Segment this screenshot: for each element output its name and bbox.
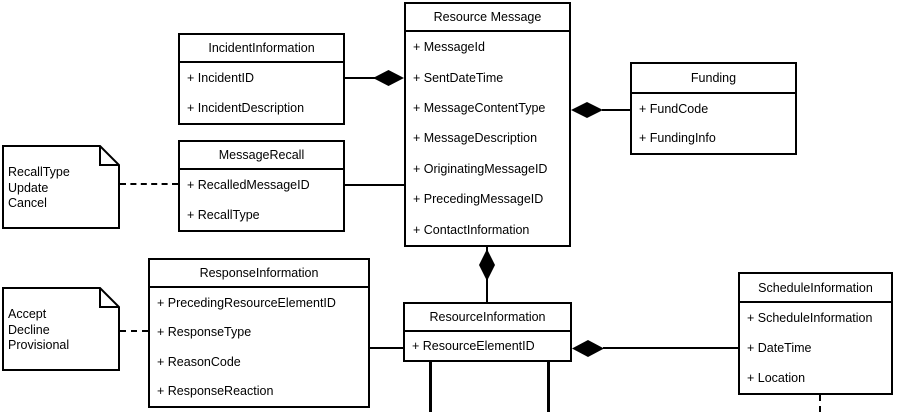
- note-text: Accept Decline Provisional: [8, 307, 69, 354]
- class-title: Funding: [632, 64, 795, 94]
- class-title: ResourceInformation: [405, 304, 570, 332]
- attribute-datetime: + DateTime: [747, 341, 812, 355]
- composition-diamond-resource-information-schedule: [572, 340, 604, 357]
- note-line: Update: [8, 180, 49, 195]
- class-schedule-information: ScheduleInformation + ScheduleInformatio…: [738, 272, 893, 395]
- attribute-location: + Location: [747, 371, 806, 385]
- note-link-response-type-to-response-information: [120, 330, 148, 332]
- attribute-reasoncode: + ReasonCode: [157, 354, 241, 369]
- note-shape: [2, 145, 120, 229]
- composition-diamond-resource-message-funding: [571, 102, 603, 118]
- attribute-recalltype: + RecallType: [187, 208, 260, 222]
- note-link-recall-type-to-message-recall: [120, 183, 178, 185]
- attribute-compartment: + MessageId + SentDateTime + MessageCont…: [406, 32, 569, 245]
- class-response-information: ResponseInformation + PrecedingResourceE…: [148, 258, 370, 408]
- attribute-sentdatetime: + SentDateTime: [413, 70, 504, 85]
- composition-line-resource-message-to-funding: [602, 109, 630, 111]
- attribute-originatingmessageid: + OriginatingMessageID: [413, 161, 548, 176]
- attribute-precedingmessageid: + PrecedingMessageID: [413, 192, 544, 207]
- attribute-scheduleinformation: + ScheduleInformation: [747, 311, 873, 325]
- composition-diamond-resource-message-resource-information: [479, 249, 495, 281]
- attribute-recalledmessageid: + RecalledMessageID: [187, 178, 310, 192]
- attribute-compartment: + PrecedingResourceElementID + ResponseT…: [150, 288, 368, 406]
- attribute-messagecontenttype: + MessageContentType: [413, 101, 546, 116]
- association-line-resource-information-down-left: [429, 362, 432, 412]
- association-line-resource-information-down-right: [547, 362, 550, 412]
- attribute-incidentid: + IncidentID: [187, 71, 255, 85]
- dashed-line-schedule-information-down: [819, 395, 821, 412]
- attribute-compartment: + RecalledMessageID + RecallType: [180, 170, 343, 230]
- composition-line-resource-information-to-schedule: [603, 347, 738, 349]
- attribute-contactinformation: + ContactInformation: [413, 222, 530, 237]
- attribute-compartment: + ResourceElementID: [405, 332, 570, 360]
- attribute-compartment: + IncidentID + IncidentDescription: [180, 63, 343, 123]
- class-title: IncidentInformation: [180, 35, 343, 63]
- attribute-resourceelementid: + ResourceElementID: [412, 339, 535, 353]
- attribute-responsereaction: + ResponseReaction: [157, 384, 274, 399]
- attribute-compartment: + ScheduleInformation + DateTime + Locat…: [740, 303, 891, 393]
- note-response-type: Accept Decline Provisional: [2, 287, 120, 371]
- attribute-messageid: + MessageId: [413, 40, 485, 55]
- class-incident-information: IncidentInformation + IncidentID + Incid…: [178, 33, 345, 125]
- association-line-message-recall-to-resource-message: [345, 184, 404, 186]
- class-title: ScheduleInformation: [740, 274, 891, 303]
- note-text: RecallType Update Cancel: [8, 165, 70, 212]
- note-shape: [2, 287, 120, 371]
- note-line: Provisional: [8, 338, 70, 352]
- attribute-compartment: + FundCode + FundingInfo: [632, 94, 795, 153]
- class-resource-message: Resource Message + MessageId + SentDateT…: [404, 2, 571, 247]
- note-line: Decline: [8, 322, 50, 337]
- attribute-messagedescription: + MessageDescription: [413, 131, 538, 146]
- note-line: RecallType: [8, 165, 70, 179]
- class-message-recall: MessageRecall + RecalledMessageID + Reca…: [178, 140, 345, 232]
- class-funding: Funding + FundCode + FundingInfo: [630, 62, 797, 155]
- note-line: Cancel: [8, 196, 47, 210]
- attribute-precedingresourceelementid: + PrecedingResourceElementID: [157, 295, 336, 310]
- attribute-fundinginfo: + FundingInfo: [639, 131, 716, 146]
- attribute-incidentdescription: + IncidentDescription: [187, 101, 305, 115]
- composition-line-incident-to-resource-message: [345, 77, 375, 79]
- note-line: Accept: [8, 307, 47, 321]
- class-resource-information: ResourceInformation + ResourceElementID: [403, 302, 572, 362]
- attribute-fundcode: + FundCode: [639, 101, 709, 116]
- attribute-responsetype: + ResponseType: [157, 325, 252, 340]
- class-title: ResponseInformation: [150, 260, 368, 288]
- composition-diamond-resource-message-incident: [373, 70, 404, 86]
- association-line-response-information-to-resource-information: [370, 347, 403, 349]
- note-recall-type: RecallType Update Cancel: [2, 145, 120, 229]
- class-title: Resource Message: [406, 4, 569, 32]
- class-title: MessageRecall: [180, 142, 343, 170]
